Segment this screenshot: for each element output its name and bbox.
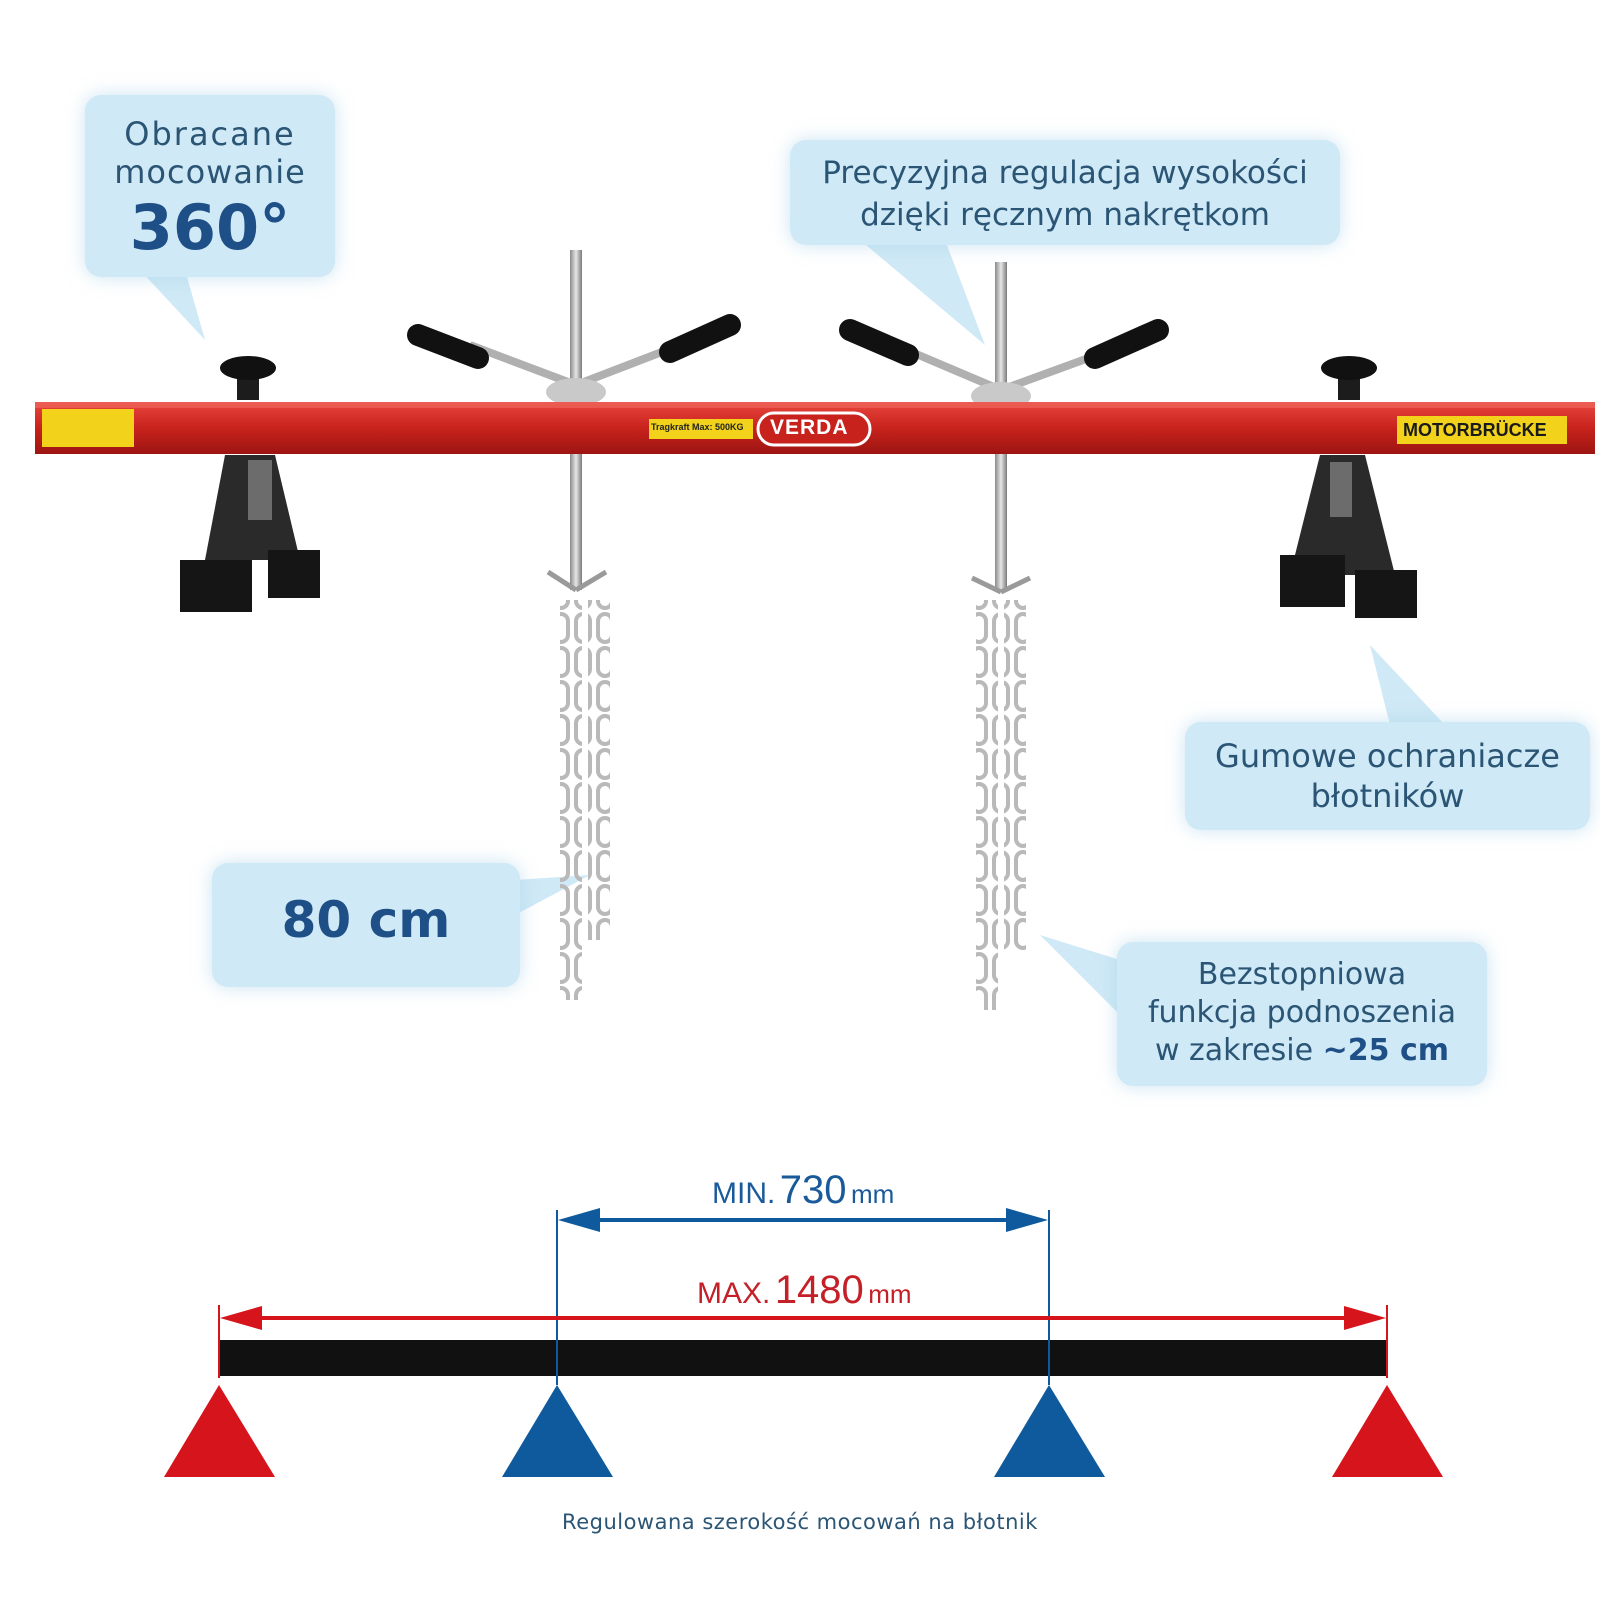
callout-rotation-line1: Obracane <box>124 115 296 153</box>
callout-lift-range: Bezstopniowa funkcja podnoszenia w zakre… <box>1117 942 1487 1086</box>
min-arrowhead-right <box>1006 1208 1048 1232</box>
max-arrowhead-left <box>220 1306 262 1330</box>
max-unit: mm <box>868 1279 912 1309</box>
callout-tail-precision <box>860 240 985 345</box>
callout-chain-length-value: 80 cm <box>281 891 451 949</box>
callout-precision: Precyzyjna regulacja wysokości dzięki rę… <box>790 140 1340 245</box>
max-width-label: MAX. 1480 mm <box>697 1268 912 1313</box>
min-arrowhead-left <box>558 1208 600 1232</box>
min-label: MIN. <box>712 1177 776 1210</box>
beam-schematic <box>218 1340 1388 1376</box>
callout-lift-line2: funkcja podnoszenia <box>1147 995 1457 1030</box>
right-fender-clamp <box>1280 455 1417 618</box>
right-chain-a <box>976 600 998 1010</box>
model-label: MOTORBRÜCKE <box>1403 420 1547 440</box>
capacity-label: Tragkraft Max: 500KG <box>651 422 744 432</box>
max-arrowhead-right <box>1344 1306 1386 1330</box>
max-label: MAX. <box>697 1277 771 1310</box>
support-triangle-inner-right <box>994 1385 1105 1477</box>
left-chain-a <box>560 600 582 1000</box>
callout-chain-length: 80 cm <box>212 863 520 987</box>
callout-rubber-pads: Gumowe ochraniacze błotników <box>1185 722 1590 830</box>
callout-tail-rotate <box>140 270 205 340</box>
max-value: 1480 <box>774 1268 864 1312</box>
callout-rubber-line2: błotników <box>1310 777 1465 815</box>
support-triangle-outer-left <box>164 1385 275 1477</box>
min-value: 730 <box>779 1168 847 1212</box>
left-knob-icon <box>220 356 276 400</box>
callout-precision-line1: Precyzyjna regulacja wysokości <box>822 155 1308 191</box>
callout-lift-value: ~25 cm <box>1322 1033 1450 1068</box>
footer-caption: Regulowana szerokość mocowań na błotnik <box>562 1510 1038 1534</box>
callout-rubber-line1: Gumowe ochraniacze <box>1215 737 1560 775</box>
left-hand-nut-handle <box>407 314 741 406</box>
support-triangle-inner-left <box>502 1385 613 1477</box>
callout-lift-prefix: w zakresie <box>1154 1033 1323 1068</box>
callout-lift-line3: w zakresie ~25 cm <box>1117 1032 1487 1070</box>
main-beam <box>35 402 1595 454</box>
callout-rotation: Obracane mocowanie 360° <box>85 95 335 277</box>
min-unit: mm <box>850 1179 895 1209</box>
callout-lift-line1: Bezstopniowa <box>1197 957 1407 992</box>
min-width-label: MIN. 730 mm <box>712 1168 894 1213</box>
right-chain-hook <box>970 575 1032 595</box>
support-triangle-outer-right <box>1332 1385 1443 1477</box>
right-knob-icon <box>1321 356 1377 400</box>
dimension-diagram <box>164 1208 1443 1477</box>
callout-tail-rubber <box>1370 645 1445 725</box>
callout-rotation-line2: mocowanie <box>114 153 306 191</box>
callout-rotation-degrees: 360° <box>129 191 291 264</box>
callout-precision-line2: dzięki ręcznym nakrętkom <box>860 197 1270 233</box>
right-chain-b <box>1004 600 1026 950</box>
left-chain-hook <box>546 569 608 593</box>
left-fender-clamp <box>180 455 320 612</box>
brand-logo: VERDA <box>770 416 849 439</box>
callout-tail-lift <box>1040 935 1120 1015</box>
left-chain-b <box>588 600 610 940</box>
